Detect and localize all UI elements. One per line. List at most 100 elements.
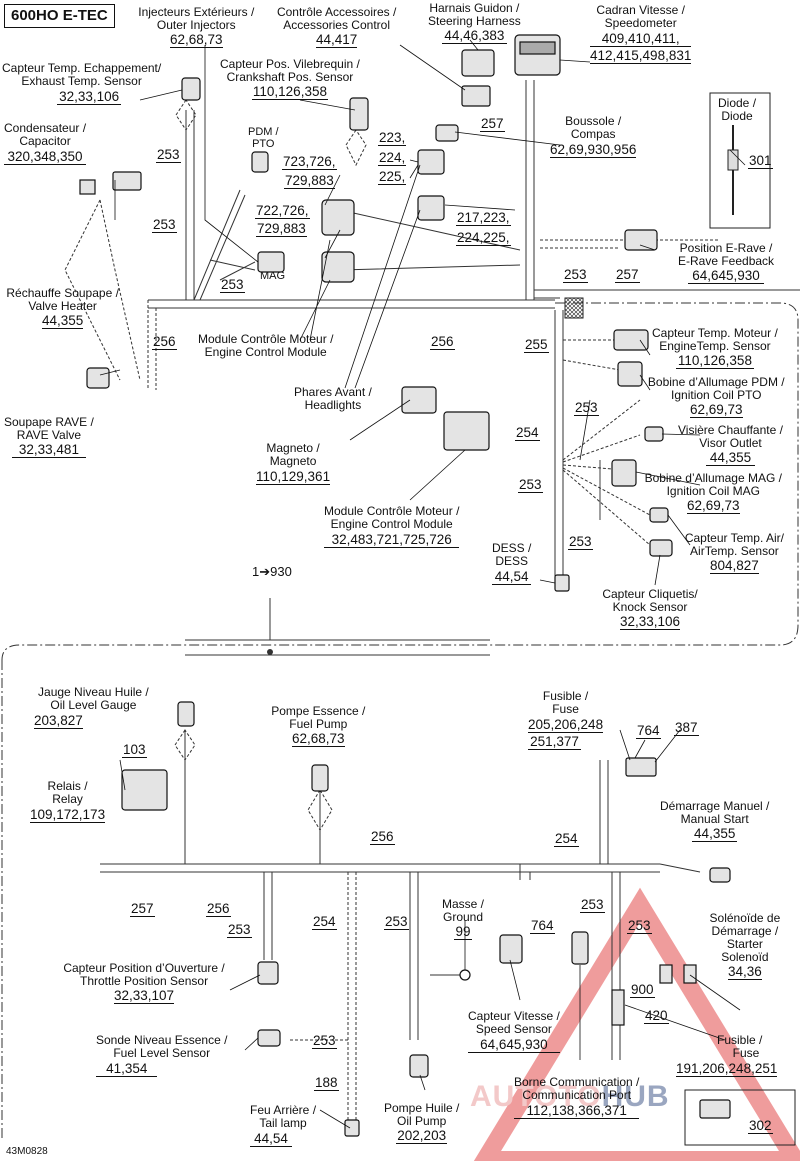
ground-icon [459, 969, 471, 981]
harness-ref-257c: 257 [130, 901, 155, 917]
coil-mag-en: Ignition Coil MAG [666, 484, 760, 498]
label-outer-injectors: Injecteurs Extérieurs / Outer Injectors … [138, 6, 255, 48]
capacitor-en: Capacitor [19, 134, 71, 148]
coil-pto-fr: Bobine d’Allumage PDM / [647, 375, 785, 389]
ground-refs: 99 [454, 924, 473, 940]
fuel-level-fr: Sonde Niveau Essence / [96, 1033, 228, 1047]
oil-pump-connector-icon [409, 1054, 429, 1078]
harness-ref-253c: 253 [220, 277, 245, 293]
upper-section-frame [1, 302, 799, 1140]
ecm-main-fr: Module Contrôle Moteur / [324, 504, 460, 518]
label-oil-level: Jauge Niveau Huile / Oil Level Gauge 203… [34, 686, 153, 729]
label-exhaust-temp: Capteur Temp. Echappement/ Exhaust Temp.… [2, 62, 161, 105]
valve-heater-refs: 44,355 [42, 313, 84, 329]
compas-en: Compas [570, 127, 616, 141]
label-fuse-top: Fusible / Fuse 205,206,248 251,377 [528, 690, 604, 750]
coil-pto-refs: 62,69,73 [690, 402, 743, 418]
headlight-connector-icon-a [417, 149, 445, 175]
speed-sensor-fr: Capteur Vitesse / [468, 1009, 560, 1023]
harness-ref-900: 900 [630, 982, 655, 998]
fuel-pump-en: Fuel Pump [289, 717, 348, 731]
watermark-left: AU [470, 1080, 516, 1113]
mag-label: MAG [260, 270, 286, 282]
oil-level-fr: Jauge Niveau Huile / [38, 685, 149, 699]
comm-port-refs: 112,138,366,371 [514, 1103, 640, 1119]
rave-feedback-refs: 64,645,930 [688, 268, 765, 284]
coil-pto-en: Ignition Coil PTO [671, 388, 762, 402]
harness-ref-254c: 254 [312, 914, 337, 930]
connector-loops [64, 99, 367, 831]
label-rave-feedback: Position E-Rave / E-Rave Feedback 64,645… [678, 242, 774, 284]
tail-lamp-en: Tail lamp [259, 1116, 307, 1130]
label-visor-outlet: Visière Chauffante / Visor Outlet 44,355 [678, 424, 783, 466]
harness-ref-764b: 764 [530, 918, 555, 934]
head-refs-5: 224,225, [456, 230, 511, 246]
starter-solenoid-en: Starter [726, 937, 763, 951]
head-refs-1: 223, [378, 130, 407, 146]
label-coil-mag: Bobine d’Allumage MAG / Ignition Coil MA… [641, 472, 786, 514]
harness-ref-302: 302 [748, 1118, 773, 1134]
manual-start-refs: 44,355 [692, 826, 738, 842]
coil-mag-fr: Bobine d’Allumage MAG / [644, 471, 782, 485]
fuse-top-refs-1: 205,206,248 [528, 717, 604, 733]
watermark-triangle [473, 887, 800, 1161]
relay-refs: 109,172,173 [30, 807, 106, 823]
watermark-mid: TOTO [515, 1080, 602, 1113]
crank-sensor-connector-icon [349, 97, 369, 131]
steering-harness-en: Steering Harness [428, 14, 521, 28]
label-speedometer: Cadran Vitesse / Speedometer 409,410,411… [590, 4, 692, 64]
exhaust-temp-en: Exhaust Temp. Sensor [21, 74, 142, 88]
oil-pump-en: Oil Pump [397, 1114, 447, 1128]
outer-injectors-en: Outer Injectors [156, 18, 236, 32]
air-temp-refs: 804,827 [710, 558, 759, 574]
relay-ref-top: 103 [122, 742, 147, 758]
relay-en: Relay [52, 792, 83, 806]
pdm-pto-connector-icon [251, 151, 269, 173]
exhaust-temp-fr: Capteur Temp. Echappement/ [2, 61, 162, 75]
dess-fr: DESS / [492, 541, 532, 555]
label-crank-sensor: Capteur Pos. Vilebrequin / Crankshaft Po… [220, 58, 360, 100]
diode-fr: Diode / [718, 96, 757, 110]
magneto-connector-icon [401, 386, 437, 414]
harness-ref-253i: 253 [384, 914, 409, 930]
label-starter-solenoid: Solénoïde de Démarrage / Starter Solenoï… [706, 912, 784, 980]
tps-en: Throttle Position Sensor [80, 974, 209, 988]
diode-en: Diode [721, 109, 753, 123]
mag-connector-icon [257, 251, 285, 273]
speed-sensor-en: Speed Sensor [475, 1022, 552, 1036]
coil-pto-connector-icon [617, 361, 643, 387]
label-pdm-pto: PDM / PTO [248, 126, 279, 150]
fuse-top-refs-2: 251,377 [528, 734, 582, 750]
head-refs-4: 217,223, [456, 210, 511, 226]
rave-feedback-en: E-Rave Feedback [678, 254, 775, 268]
air-temp-en: AirTemp. Sensor [690, 544, 779, 558]
speedometer-refs-2: 412,415,498,831 [590, 48, 692, 64]
knock-fr: Capteur Cliquetis/ [602, 587, 698, 601]
tps-connector-icon [257, 961, 279, 985]
outer-injectors-fr: Injecteurs Extérieurs / [138, 5, 255, 19]
page-title: 600HO E-TEC [4, 4, 115, 28]
fuel-level-en: Fuel Level Sensor [113, 1046, 211, 1060]
crank-sensor-refs: 110,126,358 [252, 84, 328, 100]
watermark-right: HUB [601, 1080, 670, 1113]
visor-outlet-en: Visor Outlet [699, 436, 762, 450]
harness-ref-256c: 256 [370, 829, 395, 845]
label-tps: Capteur Position d’Ouverture / Throttle … [62, 962, 226, 1004]
label-tail-lamp: Feu Arrière / Tail lamp 44,54 [250, 1104, 316, 1147]
label-compas: Boussole / Compas 62,69,930,956 [550, 115, 637, 158]
visor-outlet-fr: Visière Chauffante / [678, 423, 783, 437]
steering-harness-connector-icon [461, 49, 495, 77]
fuse-bottom-fr: Fusible / [717, 1033, 763, 1047]
rave-feedback-fr: Position E-Rave / [679, 241, 773, 255]
comm-port-box [684, 1089, 796, 1146]
air-temp-fr: Capteur Temp. Air/ [684, 531, 784, 545]
speed-sensor-connector-icon [499, 934, 523, 964]
dess-refs: 44,54 [492, 569, 532, 585]
label-accessories-control: Contrôle Accessoires / Accessories Contr… [276, 6, 397, 48]
harness-ref-256a: 256 [152, 334, 177, 350]
capacitor-fr: Condensateur / [4, 121, 87, 135]
label-speed-sensor: Capteur Vitesse / Speed Sensor 64,645,93… [468, 1010, 560, 1053]
relay-fr: Relais / [47, 779, 88, 793]
watermark-text: AUTOTOHUB [470, 1080, 670, 1114]
splice-block [564, 297, 584, 319]
